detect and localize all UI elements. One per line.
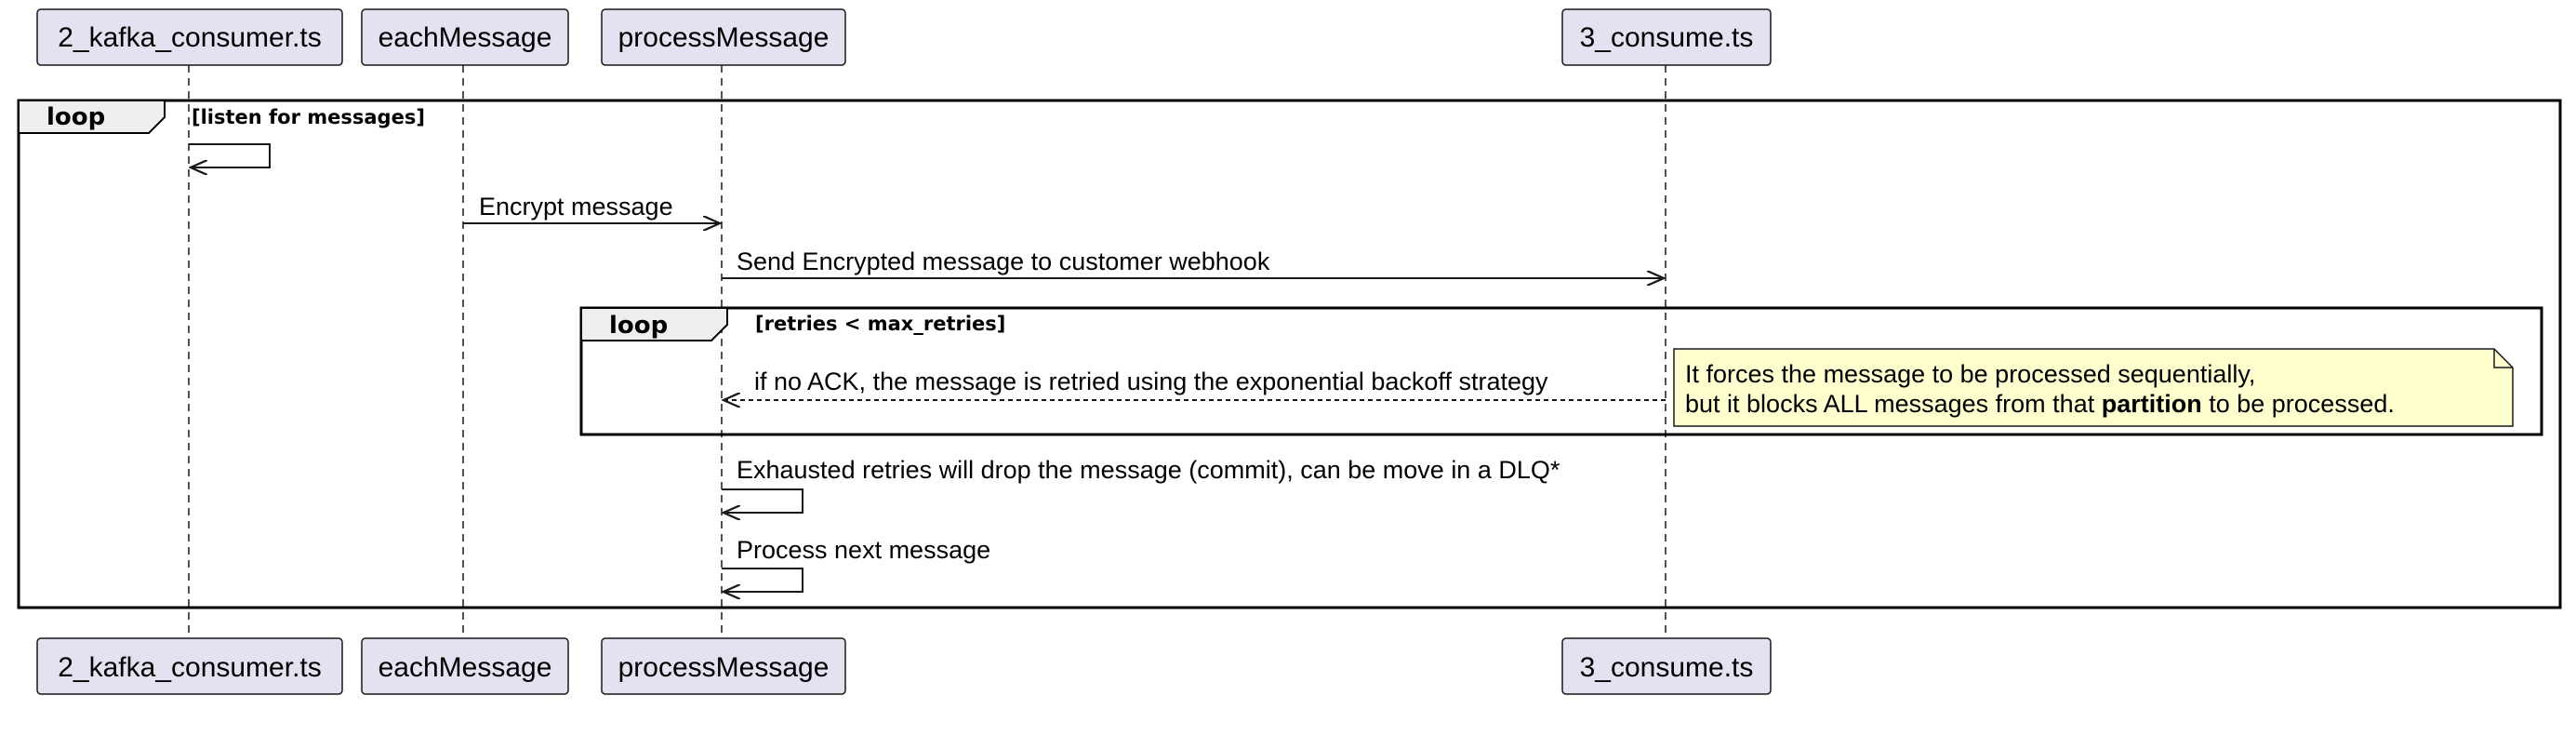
participant-consumer-bottom[interactable]: 2_kafka_consumer.ts <box>36 637 343 695</box>
messages: Encrypt message Send Encrypted message t… <box>189 143 1666 592</box>
note-line-1: It forces the message to be processed se… <box>1685 360 2255 388</box>
outer-loop-frame: loop [listen for messages] <box>17 99 2562 609</box>
message-next-label: Process next message <box>737 536 990 564</box>
participant-consume-label: 3_consume.ts <box>1580 652 1754 683</box>
message-exhausted-label: Exhausted retries will drop the message … <box>737 456 1560 484</box>
message-send-webhook-label: Send Encrypted message to customer webho… <box>737 247 1270 275</box>
participant-consumer-label: 2_kafka_consumer.ts <box>58 652 322 683</box>
participants-bottom: 2_kafka_consumer.ts eachMessage processM… <box>36 637 1772 695</box>
message-next-arrow <box>722 568 803 592</box>
participant-consumer-top[interactable]: 2_kafka_consumer.ts <box>36 8 343 66</box>
participant-each-label: eachMessage <box>378 652 552 683</box>
note: It forces the message to be processed se… <box>1673 348 2514 427</box>
inner-loop-frame: loop [retries < max_retries] <box>579 306 2543 436</box>
inner-loop-guard: [retries < max_retries] <box>755 313 1005 335</box>
participant-consume-label: 3_consume.ts <box>1580 22 1754 53</box>
participant-process-top[interactable]: processMessage <box>601 8 846 66</box>
participant-consume-bottom[interactable]: 3_consume.ts <box>1561 637 1772 695</box>
participant-process-label: processMessage <box>618 22 830 53</box>
outer-loop-guard: [listen for messages] <box>192 106 425 128</box>
note-line-2-bold: partition <box>2102 390 2202 418</box>
participant-process-label: processMessage <box>618 652 830 683</box>
note-line-2: but it blocks ALL messages from that par… <box>1685 390 2395 418</box>
participant-each-top[interactable]: eachMessage <box>361 8 569 66</box>
participant-consumer-label: 2_kafka_consumer.ts <box>58 22 322 53</box>
outer-loop-keyword: loop <box>46 103 105 131</box>
participants-top: 2_kafka_consumer.ts eachMessage processM… <box>36 8 1772 66</box>
message-encrypt-label: Encrypt message <box>479 193 673 221</box>
message-self-listen <box>189 143 271 167</box>
participant-each-bottom[interactable]: eachMessage <box>361 637 569 695</box>
inner-loop-keyword: loop <box>609 312 668 340</box>
message-retry-label: if no ACK, the message is retried using … <box>754 368 1548 395</box>
note-line-2-suffix: to be processed. <box>2202 390 2395 418</box>
note-line-2-prefix: but it blocks ALL messages from that <box>1685 390 2102 418</box>
participant-each-label: eachMessage <box>378 22 552 53</box>
message-exhausted-arrow <box>722 488 803 513</box>
participant-consume-top[interactable]: 3_consume.ts <box>1561 8 1772 66</box>
participant-process-bottom[interactable]: processMessage <box>601 637 846 695</box>
